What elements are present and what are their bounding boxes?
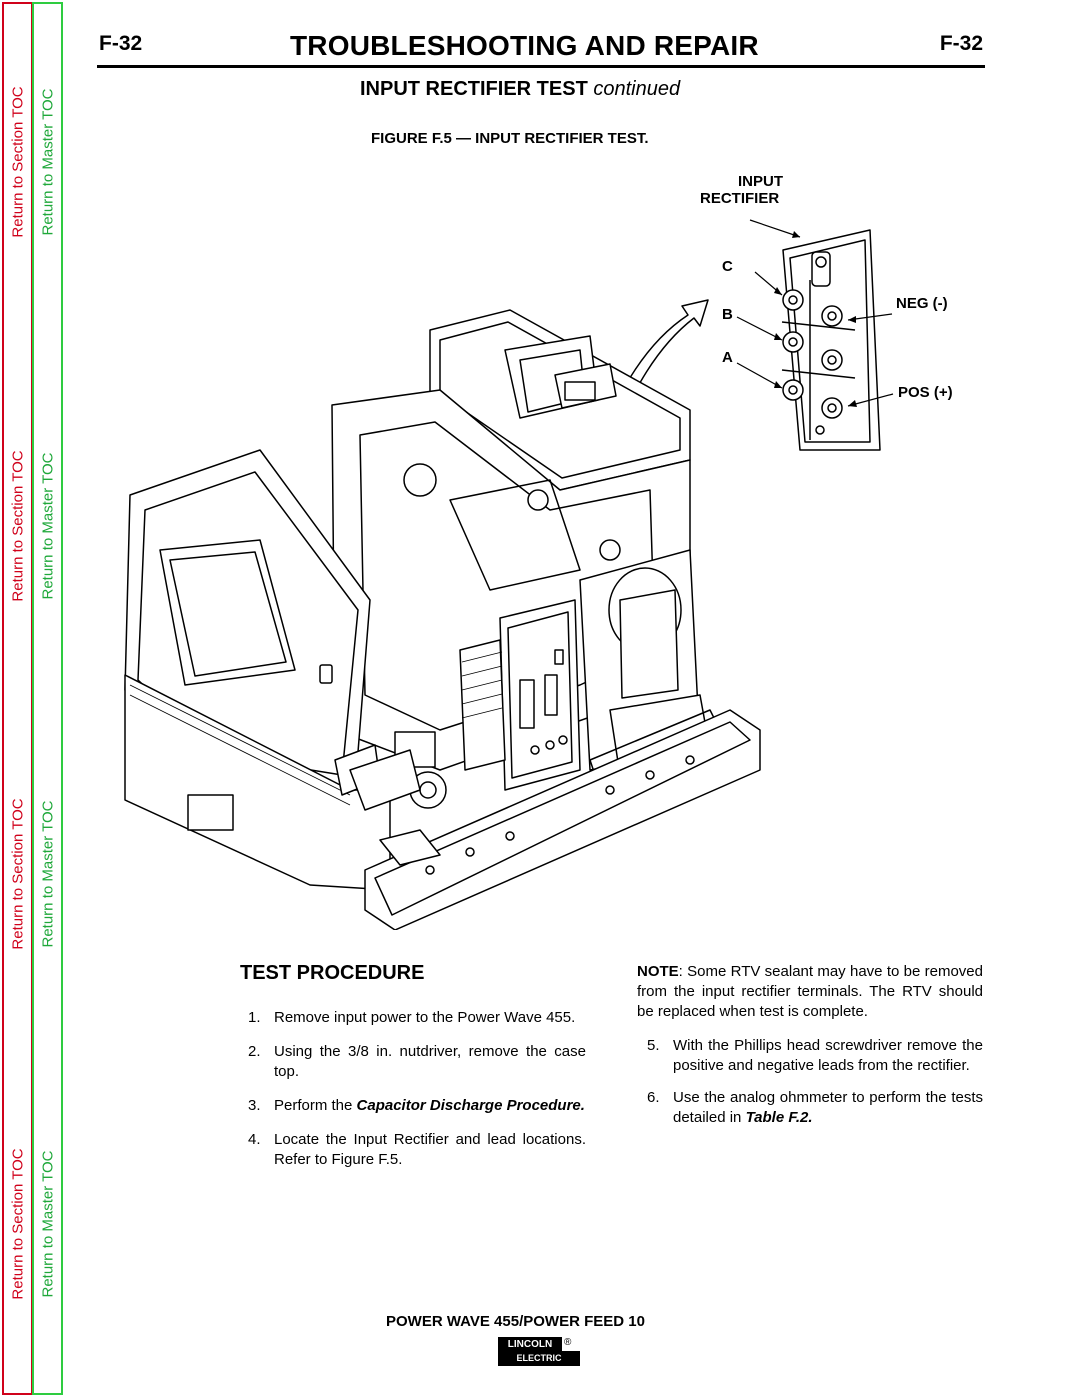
terminal-label-b: B: [722, 306, 733, 323]
footer-product-name: POWER WAVE 455/POWER FEED 10: [386, 1313, 645, 1330]
procedure-step: 4. Locate the Input Rectifier and lead l…: [248, 1131, 586, 1168]
figure-caption: FIGURE F.5 — INPUT RECTIFIER TEST.: [371, 130, 649, 147]
section-subtitle: INPUT RECTIFIER TEST continued: [360, 78, 681, 100]
section-toc-column: Return to Section TOC Return to Section …: [2, 2, 33, 1395]
page-number-right: F-32: [939, 32, 983, 55]
input-rectifier-block: [781, 229, 881, 451]
procedure-step: 1. Remove input power to the Power Wave …: [248, 1009, 576, 1026]
return-to-section-toc-link[interactable]: Return to Section TOC: [9, 86, 26, 238]
header-rule: [97, 65, 985, 68]
subtitle-suffix: continued: [593, 78, 681, 100]
neg-terminal-label: NEG (-): [896, 295, 948, 312]
base-rails: [364, 709, 761, 930]
procedure-step: 5. With the Phillips head screwdriver re…: [647, 1037, 983, 1074]
page-title: TROUBLESHOOTING AND REPAIR: [290, 30, 759, 61]
return-to-master-toc-link[interactable]: Return to Master TOC: [39, 88, 56, 236]
table-f2-reference: Table F.2.: [745, 1109, 813, 1126]
return-to-section-toc-link[interactable]: Return to Section TOC: [9, 1148, 26, 1300]
page-number-left: F-32: [99, 32, 143, 55]
capacitor-discharge-procedure-reference: Capacitor Discharge Procedure.: [356, 1097, 585, 1114]
figure-label-input: INPUT: [738, 173, 783, 190]
procedure-step: 2. Using the 3/8 in. nutdriver, remove t…: [248, 1043, 586, 1080]
procedure-steps-right: NOTE: Some RTV sealant may have to be re…: [637, 962, 983, 1140]
procedure-step: 3. Perform the Capacitor Discharge Proce…: [248, 1097, 585, 1114]
return-to-master-toc-link[interactable]: Return to Master TOC: [39, 800, 56, 948]
return-to-section-toc-link[interactable]: Return to Section TOC: [9, 798, 26, 950]
chassis: [331, 309, 691, 771]
arrowheads: [774, 231, 857, 407]
return-to-section-toc-link[interactable]: Return to Section TOC: [9, 450, 26, 602]
figure-label-rectifier: RECTIFIER: [700, 190, 780, 207]
front-panel: [124, 449, 391, 891]
procedure-step: 6. Use the analog ohmmeter to perform th…: [647, 1089, 983, 1126]
master-toc-column: Return to Master TOC Return to Master TO…: [32, 2, 63, 1395]
control-board: [459, 599, 581, 791]
fan-assembly: [349, 731, 447, 811]
machine-line-drawing: [124, 219, 894, 930]
return-to-master-toc-link[interactable]: Return to Master TOC: [39, 452, 56, 600]
terminal-label-a: A: [722, 349, 733, 366]
terminal-label-c: C: [722, 258, 733, 275]
input-rectifier-figure: INPUT RECTIFIER C B A NEG (-) POS (+): [110, 150, 990, 930]
lincoln-electric-logo: LINCOLN ® ELECTRIC: [498, 1337, 580, 1366]
procedure-steps-left: 1. Remove input power to the Power Wave …: [248, 1008, 586, 1184]
rtv-note: NOTE: Some RTV sealant may have to be re…: [637, 963, 983, 1020]
pos-terminal-label: POS (+): [898, 384, 953, 401]
test-procedure-heading: TEST PROCEDURE: [240, 962, 425, 984]
return-to-master-toc-link[interactable]: Return to Master TOC: [39, 1150, 56, 1298]
